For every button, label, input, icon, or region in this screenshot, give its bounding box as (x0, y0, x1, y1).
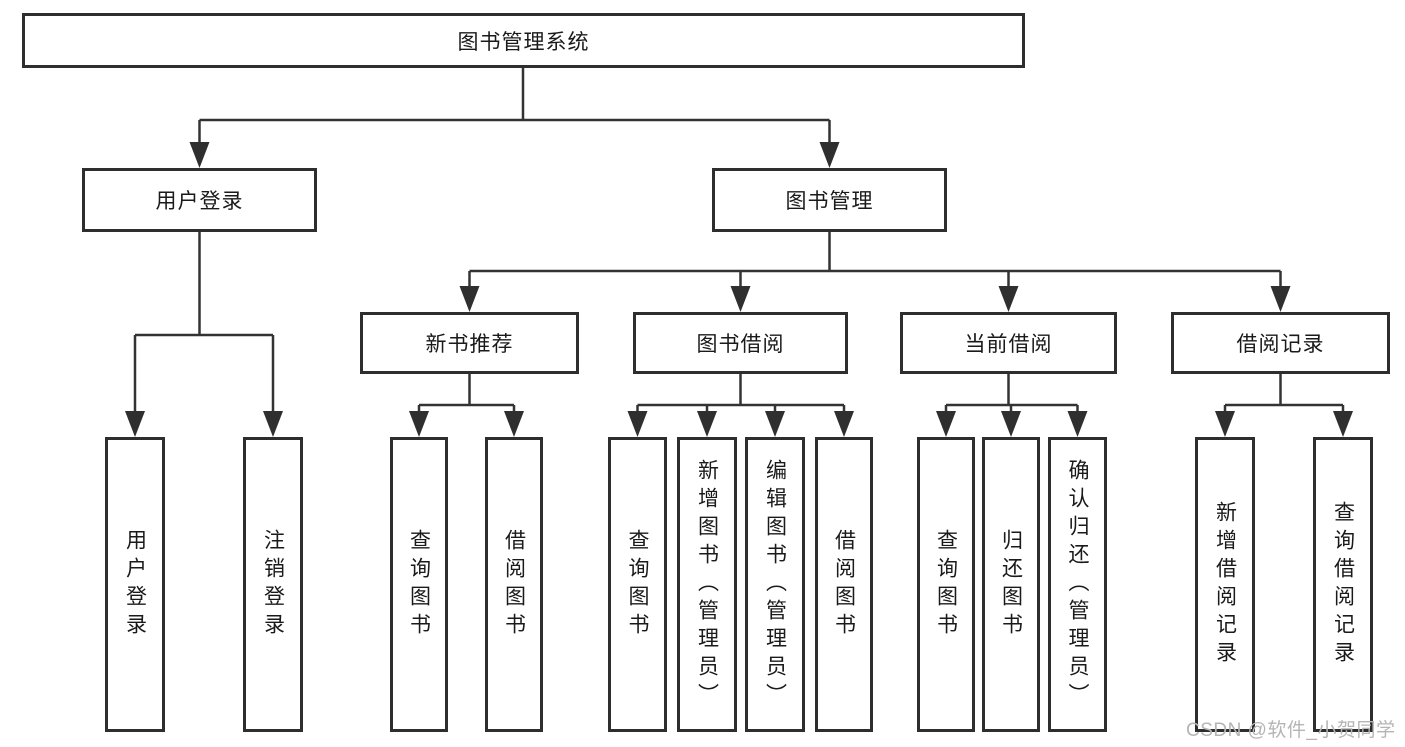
leaf-user-login: 用户登录 (105, 437, 165, 732)
arrowhead-current (998, 286, 1019, 312)
node-book-management: 图书管理 (712, 168, 947, 232)
leaf-borrow-borrow-book: 借阅图书 (815, 437, 873, 732)
leaf-label: 注销登录 (261, 528, 285, 641)
node-label: 当前借阅 (964, 333, 1053, 356)
arrowhead-user-login (189, 142, 210, 168)
node-label: 新书推荐 (425, 333, 514, 356)
leaf-borrow-query-book: 查询图书 (608, 437, 667, 732)
arrowhead-records (1270, 286, 1291, 312)
leaf-label: 归还图书 (999, 528, 1023, 641)
leaf-records-query-borrow-record: 查询借阅记录 (1313, 437, 1373, 732)
arrowhead-c-query (936, 411, 956, 437)
leaf-newbook-query-book: 查询图书 (390, 437, 448, 732)
arrowhead-b-add (697, 411, 717, 437)
leaf-borrow-add-book-admin: 新增图书（管理员） (677, 437, 737, 732)
leaf-newbook-borrow-book: 借阅图书 (485, 437, 543, 732)
arrowhead-logout (263, 411, 283, 437)
leaf-label: 借阅图书 (502, 528, 526, 641)
arrowhead-r-query (1333, 411, 1353, 437)
arrowhead-r-add (1215, 411, 1235, 437)
arrowhead-b-borrow (834, 411, 854, 437)
leaf-current-confirm-return-admin: 确认归还（管理员） (1048, 437, 1107, 732)
leaf-current-query-book: 查询图书 (917, 437, 975, 732)
arrowhead-c-confirm (1067, 411, 1088, 437)
leaf-logout: 注销登录 (243, 437, 303, 732)
leaf-label: 查询图书 (407, 528, 431, 641)
arrowhead-b-edit (765, 411, 785, 437)
node-new-book-recommend: 新书推荐 (360, 312, 579, 374)
arrowhead-new-book (459, 286, 480, 312)
node-user-login: 用户登录 (82, 168, 317, 232)
node-current-borrow: 当前借阅 (900, 312, 1117, 374)
node-book-borrow: 图书借阅 (633, 312, 848, 374)
arrowhead-login (125, 411, 145, 437)
leaf-label: 查询图书 (626, 528, 649, 641)
leaf-label: 确认归还（管理员） (1066, 458, 1089, 711)
leaf-current-return-book: 归还图书 (982, 437, 1040, 732)
node-label: 图书管理系统 (457, 30, 590, 54)
node-label: 借阅记录 (1236, 333, 1325, 356)
leaf-label: 查询图书 (934, 528, 958, 641)
node-library-management-system: 图书管理系统 (22, 13, 1025, 68)
leaf-records-add-borrow-record: 新增借阅记录 (1195, 437, 1255, 732)
node-borrow-records: 借阅记录 (1171, 312, 1390, 374)
arrowhead-c-return (1001, 411, 1021, 437)
arrowhead-book-mgmt (819, 142, 840, 168)
leaf-label: 编辑图书（管理员） (763, 458, 787, 711)
leaf-label: 借阅图书 (832, 528, 856, 641)
arrowheads (125, 142, 1353, 437)
arrowhead-nb-query (409, 411, 429, 437)
node-label: 图书借阅 (696, 333, 785, 356)
leaf-label: 用户登录 (123, 528, 147, 641)
arrowhead-nb-borrow (504, 411, 524, 437)
leaf-label: 查询借阅记录 (1331, 500, 1355, 669)
arrowhead-b-query (627, 411, 648, 437)
node-label: 用户登录 (155, 190, 244, 213)
leaf-label: 新增图书（管理员） (695, 458, 719, 711)
csdn-watermark: CSDN @软件_小贺同学 (1186, 720, 1396, 741)
leaf-label: 新增借阅记录 (1213, 500, 1237, 669)
leaf-borrow-edit-book-admin: 编辑图书（管理员） (745, 437, 805, 732)
node-label: 图书管理 (785, 190, 874, 213)
arrowhead-borrow (730, 286, 751, 312)
